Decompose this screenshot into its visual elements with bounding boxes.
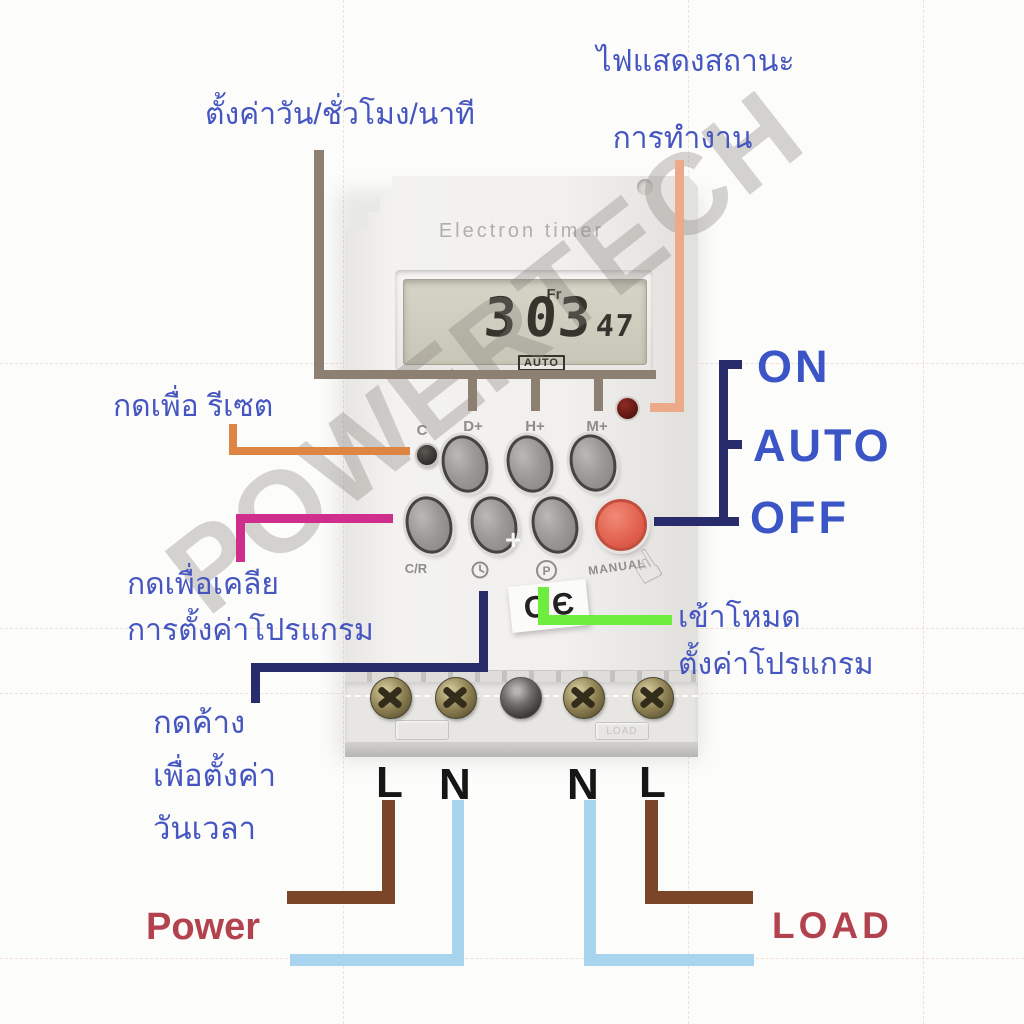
label-mode-auto: AUTO: [753, 420, 892, 471]
callout-line-reset: [229, 447, 410, 455]
callout-line-status-led: [650, 403, 684, 412]
label-power: Power: [146, 906, 261, 948]
lcd-bezel: Fr 3 03 47 AUTO: [395, 270, 653, 372]
callout-line-program: [538, 615, 672, 625]
lcd-screen: Fr 3 03 47 AUTO: [403, 279, 647, 371]
c-button-label: C: [416, 422, 428, 439]
terminal-hole: [500, 677, 542, 719]
label-clear-1: กดเพื่อเคลีย: [127, 568, 279, 601]
callout-line-set-clock: [479, 591, 488, 672]
label-hold-3: วันเวลา: [153, 811, 257, 846]
label-program-2: ตั้งค่าโปรแกรม: [678, 648, 874, 681]
callout-tick-on: [728, 360, 742, 369]
terminal-letter-l2: L: [639, 758, 666, 807]
terminal-screw: [435, 677, 477, 719]
wire-neutral-load: [584, 954, 754, 966]
callout-stub-h-plus: [531, 370, 540, 411]
status-led: [617, 398, 638, 419]
callout-tick-auto: [728, 440, 742, 449]
hour-plus-button: [500, 430, 560, 498]
callout-line-program: [538, 587, 549, 625]
terminal-screw: [370, 677, 412, 719]
manual-button: [595, 499, 647, 551]
clock-icon: [471, 561, 489, 579]
callout-line-mode: [719, 360, 728, 526]
label-status-light-2: การทำงาน: [612, 122, 753, 155]
grid-line: [923, 0, 924, 1024]
program-button: [525, 491, 585, 559]
callout-line-mode: [654, 517, 739, 526]
terminal-screw: [632, 677, 674, 719]
day-plus-label: D+: [463, 418, 483, 435]
terminal-letter-l1: L: [376, 758, 403, 807]
callout-line-set-clock: [251, 663, 488, 672]
device-bottom-strip: [345, 742, 698, 757]
label-load: LOAD: [772, 905, 893, 946]
minute-plus-label: M+: [586, 418, 608, 435]
minute-plus-button: [563, 429, 623, 497]
clear-reset-button: [399, 491, 459, 559]
grid-line: [343, 0, 344, 1024]
embossed-mark: [395, 720, 449, 740]
label-reset: กดเพื่อ รีเซต: [113, 390, 274, 423]
mounting-hole: [637, 179, 653, 195]
program-icon-letter: P: [542, 563, 551, 578]
wire-neutral-power: [290, 954, 464, 966]
callout-line-clear: [236, 514, 393, 523]
lcd-day-of-week: Fr: [546, 286, 562, 303]
label-status-light-1: ไฟแสดงสถานะ: [596, 45, 795, 78]
terminal-screw: [563, 677, 605, 719]
embossed-load-mark: LOAD: [595, 722, 649, 740]
callout-line-set-daytime: [314, 370, 656, 379]
wire-neutral-load: [584, 800, 596, 966]
callout-line-set-clock: [251, 663, 260, 703]
plus-mark: +: [505, 524, 522, 555]
cr-label: C/R: [404, 561, 428, 576]
terminal-letter-n2: N: [567, 760, 599, 809]
callout-stub-m-plus: [594, 370, 603, 411]
callout-line-set-daytime: [314, 150, 324, 378]
label-hold-1: กดค้าง: [153, 705, 246, 740]
grid-line: [0, 958, 1024, 959]
c-reset-button: [415, 443, 439, 467]
callout-line-clear: [236, 514, 245, 562]
label-clear-2: การตั้งค่าโปรแกรม: [127, 614, 374, 647]
hour-plus-label: H+: [525, 418, 545, 435]
label-hold-2: เพื่อตั้งค่า: [153, 758, 277, 793]
label-program-1: เข้าโหมด: [678, 601, 801, 634]
wire-live-load: [645, 891, 753, 904]
wire-live-power: [287, 891, 395, 904]
timer-device: Electron timer Fr 3 03 47 AUTO C D+ H+ M…: [345, 176, 698, 757]
label-set-day-hour-minute: ตั้งค่าวัน/ชั่วโมง/นาที: [205, 98, 475, 131]
label-mode-off: OFF: [750, 492, 849, 543]
callout-stub-d-plus: [468, 370, 477, 411]
wire-live-power: [382, 800, 395, 904]
device-title: Electron timer: [438, 220, 605, 242]
wire-live-load: [645, 800, 658, 904]
callout-line-status-led: [675, 160, 684, 412]
terminal-letter-n1: N: [439, 760, 471, 809]
callout-line-reset: [229, 424, 237, 455]
label-mode-on: ON: [757, 341, 831, 392]
wire-neutral-power: [452, 800, 464, 966]
terminal-comb-edge: [345, 670, 698, 683]
program-icon: P: [536, 560, 557, 581]
